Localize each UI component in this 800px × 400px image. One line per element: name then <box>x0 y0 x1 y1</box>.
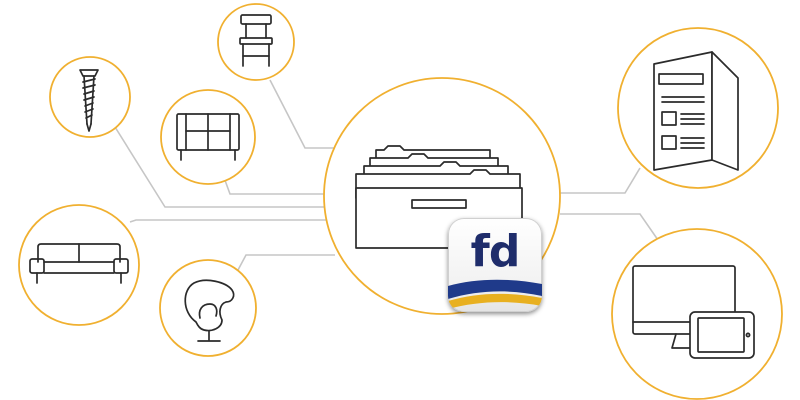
sofa-icon <box>29 243 129 284</box>
connector-sideboard <box>221 171 330 195</box>
fd-app-logo: fd <box>448 218 542 312</box>
connector-egg-chair <box>237 254 335 271</box>
sideboard-icon <box>176 113 240 161</box>
screw-icon <box>79 69 99 132</box>
connector-devices <box>560 213 659 241</box>
logo-swoosh-icon <box>448 279 542 309</box>
connector-brochure <box>560 167 641 194</box>
sofa-ring <box>18 204 140 326</box>
screw-ring <box>49 56 131 138</box>
monitor-tablet-icon <box>632 265 755 359</box>
connector-screw <box>114 126 330 208</box>
brochure-icon <box>653 51 739 171</box>
connector-sofa <box>129 219 330 223</box>
egg-chair-icon <box>184 279 235 342</box>
connector-chair <box>269 79 340 149</box>
chair-icon <box>239 14 273 67</box>
chair-ring <box>217 3 295 81</box>
logo-text: fd <box>470 226 521 277</box>
egg-chair-ring <box>159 259 257 357</box>
